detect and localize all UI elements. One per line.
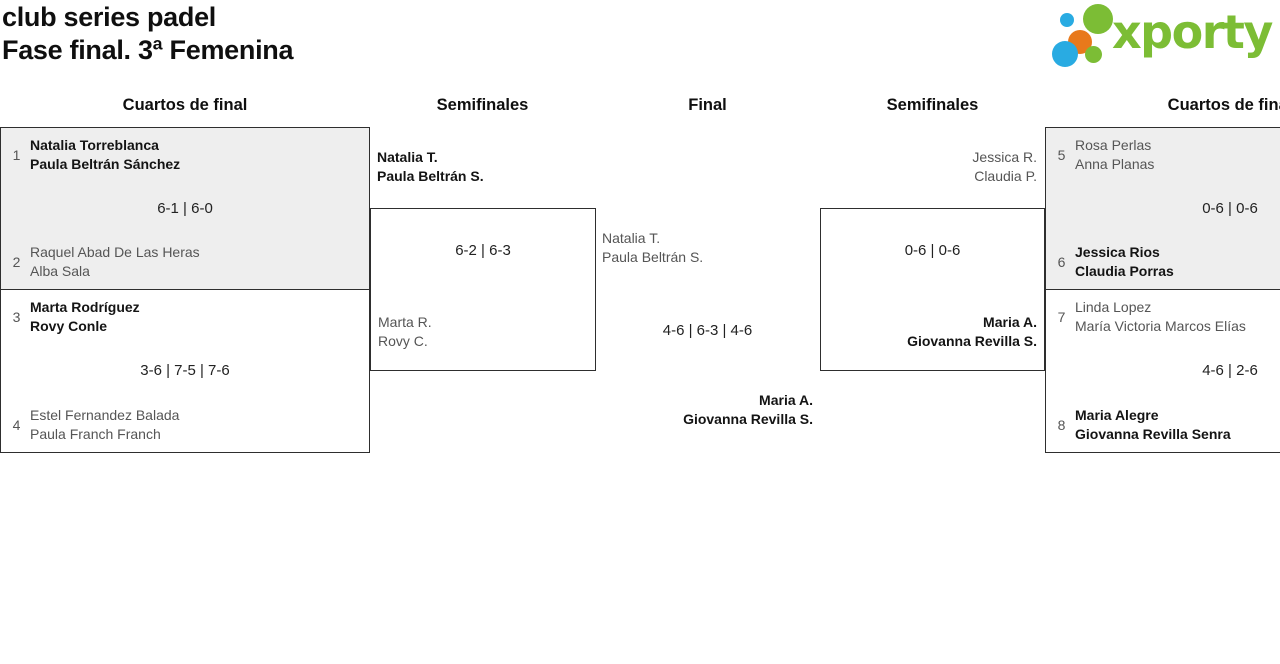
team-row: 8 Maria Alegre Giovanna Revilla Senra xyxy=(1055,406,1231,444)
team-name-line: Paula Beltrán Sánchez xyxy=(30,156,181,172)
team-name-line: Estel Fernandez Balada xyxy=(30,407,180,423)
match-score: 0-6 | 0-6 xyxy=(904,242,961,259)
team-names: Jessica Rios Claudia Porras xyxy=(1075,243,1174,281)
team-row: 2 Raquel Abad De Las Heras Alba Sala xyxy=(10,243,200,281)
team-name-line: Alba Sala xyxy=(30,263,90,279)
team-name-line: Maria A. xyxy=(759,392,813,408)
sf-left-winner-team: Natalia T. Paula Beltrán S. xyxy=(377,148,484,186)
logo-dot-blue-large-icon xyxy=(1052,41,1078,67)
team-name-line: Maria Alegre xyxy=(1075,407,1159,423)
match-qf-4: 7 Linda Lopez María Victoria Marcos Elía… xyxy=(1045,289,1280,453)
team-name-line: Natalia Torreblanca xyxy=(30,137,159,153)
logo-dot-green-large-icon xyxy=(1083,4,1113,34)
team-name-line: Marta Rodríguez xyxy=(30,299,140,315)
seed-number: 5 xyxy=(1057,147,1066,163)
team-name-line: Giovanna Revilla S. xyxy=(683,411,813,427)
team-name-line: Jessica R. xyxy=(972,149,1037,165)
match-sf-left: 6-2 | 6-3 Marta R. Rovy C. xyxy=(370,208,596,371)
match-qf-1: 1 Natalia Torreblanca Paula Beltrán Sánc… xyxy=(0,127,370,290)
team-name-line: Rovy C. xyxy=(378,333,428,349)
match-score: 6-1 | 6-0 xyxy=(157,200,213,217)
final-team-top: Natalia T. Paula Beltrán S. xyxy=(602,229,703,267)
team-name-line: Anna Planas xyxy=(1075,156,1155,172)
seed-number: 7 xyxy=(1057,309,1066,325)
page-title: club series padel Fase final. 3ª Femenin… xyxy=(2,1,294,67)
team-names: Marta Rodríguez Rovy Conle xyxy=(30,298,140,336)
team-names: Raquel Abad De Las Heras Alba Sala xyxy=(30,243,200,281)
team-name-line: Marta R. xyxy=(378,314,432,330)
team-name-line: Giovanna Revilla Senra xyxy=(1075,426,1231,442)
team-name-line: Claudia Porras xyxy=(1075,263,1174,279)
team-name-line: Giovanna Revilla S. xyxy=(907,333,1037,349)
team-name-line: Natalia T. xyxy=(602,230,661,246)
team-names: Rosa Perlas Anna Planas xyxy=(1075,136,1154,174)
team-name-line: Jessica Rios xyxy=(1075,244,1160,260)
team-row: 1 Natalia Torreblanca Paula Beltrán Sánc… xyxy=(10,136,181,174)
team-row: 6 Jessica Rios Claudia Porras xyxy=(1055,243,1174,281)
team-row: 4 Estel Fernandez Balada Paula Franch Fr… xyxy=(10,406,180,444)
seed-number: 6 xyxy=(1057,254,1066,270)
match-qf-2: 3 Marta Rodríguez Rovy Conle 3-6 | 7-5 |… xyxy=(0,289,370,453)
match-sf-right: 0-6 | 0-6 Maria A. Giovanna Revilla S. xyxy=(820,208,1045,371)
match-score: 0-6 | 0-6 xyxy=(1202,200,1258,217)
team-name-line: María Victoria Marcos Elías xyxy=(1075,318,1246,334)
match-score: 4-6 | 2-6 xyxy=(1202,362,1258,379)
team-names: Estel Fernandez Balada Paula Franch Fran… xyxy=(30,406,179,444)
match-qf-3: 5 Rosa Perlas Anna Planas 0-6 | 0-6 6 Je… xyxy=(1045,127,1280,290)
team-name-line: Paula Franch Franch xyxy=(30,426,161,442)
team-name-line: Claudia P. xyxy=(974,168,1037,184)
team-name-line: Maria A. xyxy=(983,314,1037,330)
team-names: Natalia Torreblanca Paula Beltrán Sánche… xyxy=(30,136,180,174)
seed-number: 3 xyxy=(12,309,21,325)
seed-number: 8 xyxy=(1057,417,1066,433)
logo-dot-green-small-icon xyxy=(1085,46,1102,63)
team-name-line: Raquel Abad De Las Heras xyxy=(30,244,200,260)
team-name-line: Paula Beltrán S. xyxy=(602,249,704,265)
team-names: Maria A. Giovanna Revilla S. xyxy=(907,313,1037,351)
round-header-sf-left: Semifinales xyxy=(436,96,529,114)
sf-right-top-team: Jessica R. Claudia P. xyxy=(972,148,1037,186)
team-names: Maria Alegre Giovanna Revilla Senra xyxy=(1075,406,1231,444)
team-name-line: Paula Beltrán S. xyxy=(377,168,484,184)
round-header-qf-left: Cuartos de final xyxy=(122,96,248,114)
team-name-line: Linda Lopez xyxy=(1075,299,1152,315)
round-header-final: Final xyxy=(688,96,727,114)
round-header-qf-right: Cuartos de final xyxy=(1167,96,1280,114)
team-name-line: Natalia T. xyxy=(377,149,438,165)
logo-dot-blue-small-icon xyxy=(1060,13,1074,27)
team-row: 7 Linda Lopez María Victoria Marcos Elía… xyxy=(1055,298,1246,336)
team-names: Marta R. Rovy C. xyxy=(378,313,432,351)
seed-number: 2 xyxy=(12,254,21,270)
team-name-line: Rosa Perlas xyxy=(1075,137,1152,153)
team-row: 3 Marta Rodríguez Rovy Conle xyxy=(10,298,140,336)
tournament-name: club series padel xyxy=(2,2,216,32)
seed-number: 4 xyxy=(12,417,21,433)
team-name-line: Rovy Conle xyxy=(30,318,108,334)
phase-category: Fase final. 3ª Femenina xyxy=(2,35,294,65)
match-score: 3-6 | 7-5 | 7-6 xyxy=(140,362,230,379)
team-row: 5 Rosa Perlas Anna Planas xyxy=(1055,136,1155,174)
round-header-sf-right: Semifinales xyxy=(886,96,979,114)
seed-number: 1 xyxy=(12,147,21,163)
match-score: 6-2 | 6-3 xyxy=(455,242,511,259)
team-names: Linda Lopez María Victoria Marcos Elías xyxy=(1075,298,1246,336)
final-score: 4-6 | 6-3 | 4-6 xyxy=(662,322,753,339)
final-winner-team: Maria A. Giovanna Revilla S. xyxy=(683,391,813,429)
logo-wordmark: xporty xyxy=(1112,5,1273,59)
